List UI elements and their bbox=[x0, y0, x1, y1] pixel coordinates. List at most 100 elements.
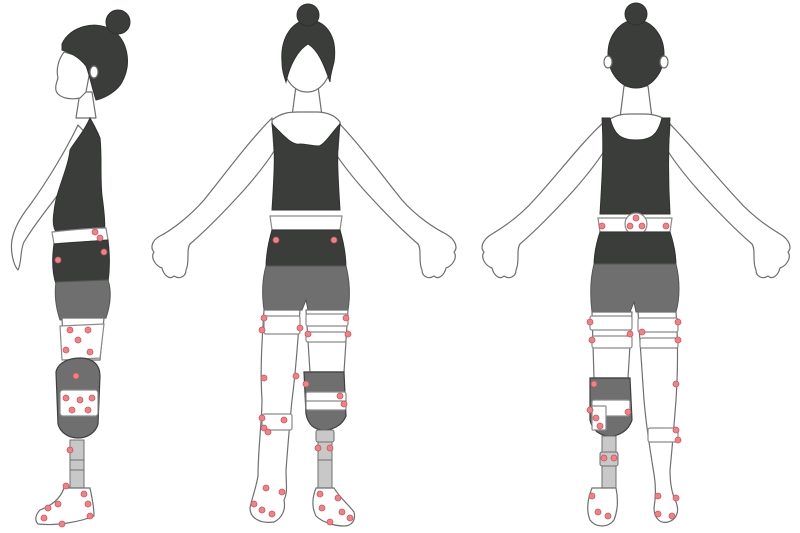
marker bbox=[587, 407, 593, 413]
marker bbox=[67, 327, 73, 333]
marker bbox=[63, 483, 69, 489]
back-hair bbox=[608, 20, 664, 88]
marker bbox=[269, 511, 275, 517]
marker bbox=[259, 415, 265, 421]
marker bbox=[45, 505, 51, 511]
marker bbox=[327, 519, 333, 525]
front-intact-thigh-band bbox=[264, 316, 300, 334]
marker bbox=[345, 331, 351, 337]
marker bbox=[675, 337, 681, 343]
marker bbox=[87, 513, 93, 519]
front-waist-belt bbox=[270, 216, 342, 230]
marker bbox=[587, 319, 593, 325]
marker bbox=[261, 375, 267, 381]
marker bbox=[335, 495, 341, 501]
marker bbox=[673, 427, 679, 433]
side-thigh-band bbox=[60, 324, 104, 360]
marker bbox=[297, 325, 303, 331]
front-pylon-adapter bbox=[316, 430, 334, 442]
figure-front-view bbox=[152, 4, 456, 526]
marker bbox=[601, 455, 607, 461]
marker bbox=[343, 315, 349, 321]
marker bbox=[63, 395, 69, 401]
marker bbox=[605, 513, 611, 519]
marker bbox=[599, 223, 605, 229]
marker bbox=[251, 501, 257, 507]
marker bbox=[673, 495, 679, 501]
marker bbox=[627, 223, 633, 229]
front-shorts-lower bbox=[263, 266, 350, 310]
marker bbox=[259, 327, 265, 333]
marker bbox=[41, 515, 47, 521]
marker bbox=[315, 445, 321, 451]
marker bbox=[85, 407, 91, 413]
marker bbox=[663, 223, 669, 229]
marker bbox=[347, 515, 353, 521]
side-hair-bun bbox=[106, 10, 130, 34]
marker bbox=[63, 347, 69, 353]
back-ear-left bbox=[604, 56, 612, 68]
back-shorts-upper bbox=[594, 232, 676, 266]
marker bbox=[331, 237, 337, 243]
side-ear bbox=[90, 66, 98, 78]
marker bbox=[675, 319, 681, 325]
marker bbox=[281, 417, 287, 423]
back-neck bbox=[620, 86, 652, 118]
marker bbox=[339, 509, 345, 515]
marker bbox=[655, 511, 661, 517]
figure-side-view bbox=[11, 10, 130, 527]
marker bbox=[259, 507, 265, 513]
marker bbox=[341, 401, 347, 407]
marker bbox=[305, 331, 311, 337]
marker bbox=[597, 423, 603, 429]
marker bbox=[589, 493, 595, 499]
marker bbox=[669, 513, 675, 519]
marker bbox=[87, 349, 93, 355]
marker bbox=[101, 249, 107, 255]
front-right-arm bbox=[152, 118, 276, 278]
marker bbox=[627, 331, 633, 337]
marker bbox=[55, 257, 61, 263]
marker bbox=[97, 235, 103, 241]
marker bbox=[85, 501, 91, 507]
marker bbox=[611, 455, 617, 461]
marker bbox=[261, 315, 267, 321]
marker bbox=[589, 337, 595, 343]
marker bbox=[337, 393, 343, 399]
marker bbox=[67, 447, 73, 453]
marker bbox=[69, 407, 75, 413]
front-residual-thigh-band-2 bbox=[306, 332, 346, 342]
marker bbox=[273, 237, 279, 243]
marker bbox=[633, 215, 639, 221]
marker bbox=[673, 381, 679, 387]
marker bbox=[265, 429, 271, 435]
back-hair-bun bbox=[625, 3, 647, 25]
back-shorts-lower bbox=[591, 264, 679, 312]
back-residual-thigh-band-1 bbox=[590, 316, 632, 330]
marker bbox=[263, 485, 269, 491]
marker bbox=[639, 223, 645, 229]
marker bbox=[77, 397, 83, 403]
figure-back-view bbox=[482, 3, 790, 526]
marker bbox=[595, 509, 601, 515]
marker bbox=[81, 491, 87, 497]
front-left-arm bbox=[332, 118, 456, 278]
marker bbox=[591, 381, 597, 387]
marker bbox=[293, 373, 299, 379]
back-residual-thigh-band-2 bbox=[592, 336, 632, 348]
marker bbox=[675, 437, 681, 443]
front-residual-thigh-band-1 bbox=[306, 314, 348, 326]
back-ear-right bbox=[660, 56, 668, 68]
marker bbox=[85, 327, 91, 333]
marker bbox=[73, 373, 79, 379]
marker bbox=[55, 501, 61, 507]
marker bbox=[639, 329, 645, 335]
front-hair-bun bbox=[297, 4, 319, 26]
marker bbox=[593, 415, 599, 421]
marker bbox=[655, 493, 661, 499]
front-shorts-upper bbox=[266, 230, 346, 268]
marker bbox=[303, 381, 309, 387]
marker bbox=[625, 409, 631, 415]
marker bbox=[75, 337, 81, 343]
